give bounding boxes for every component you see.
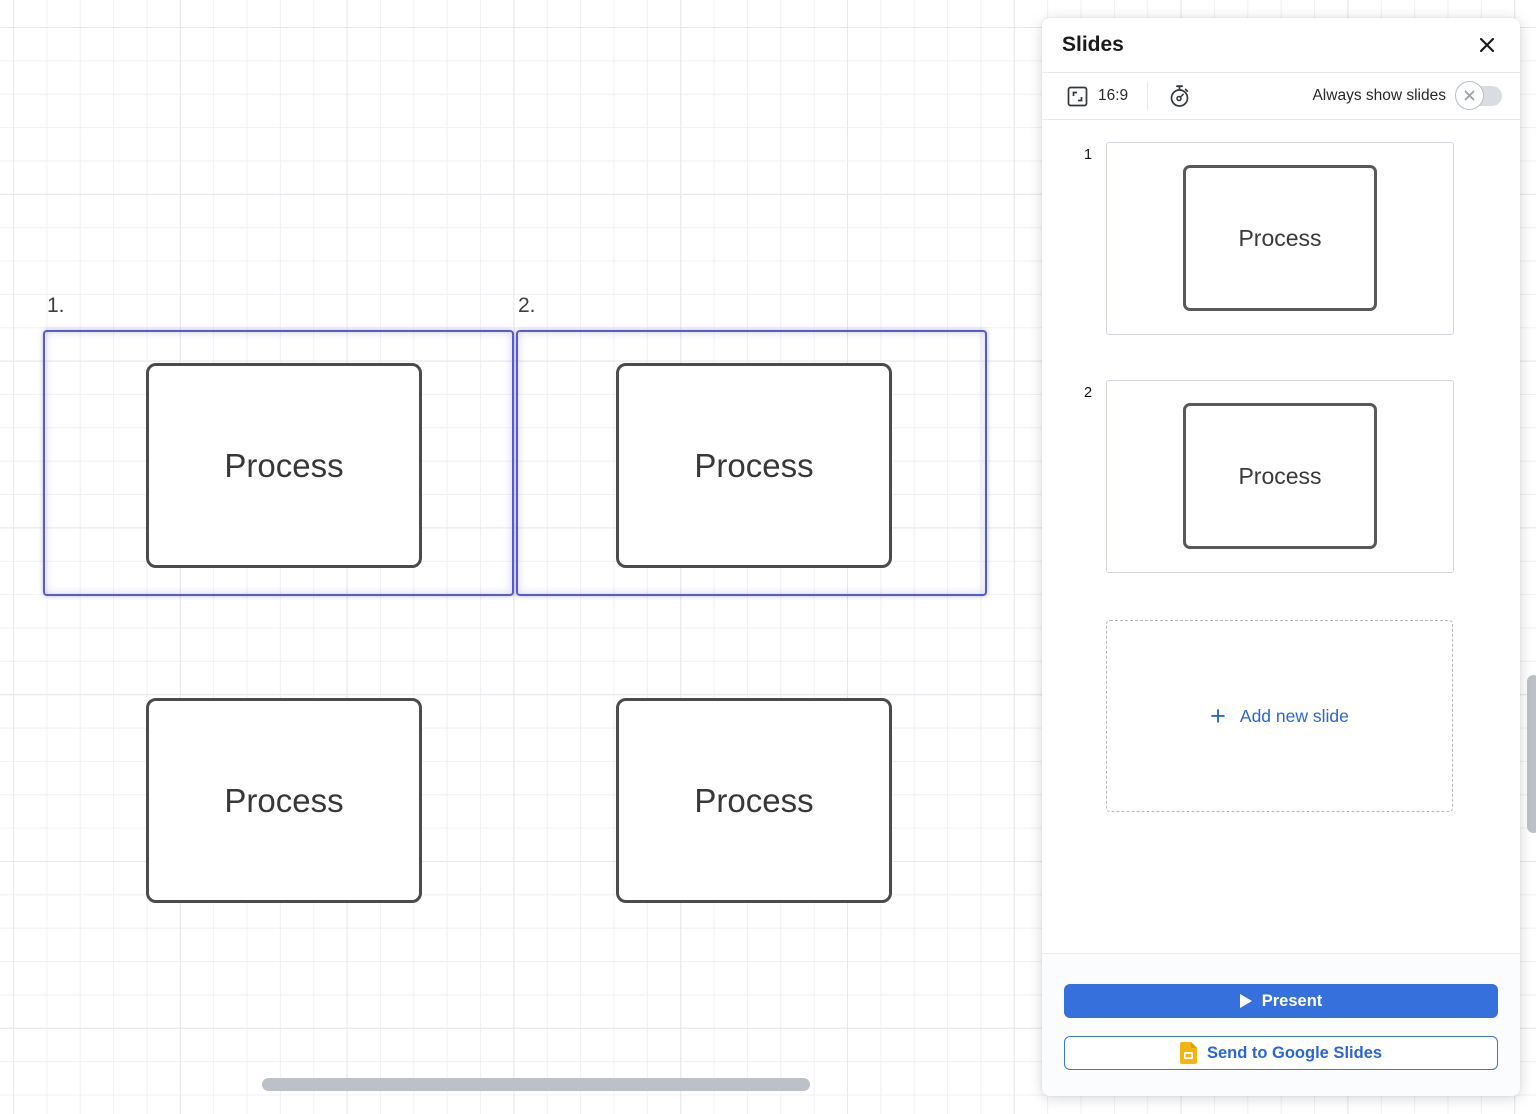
aspect-ratio-value: 16:9	[1098, 87, 1129, 104]
slide-list: 1 Process 2 Process + Add new slide	[1042, 120, 1520, 812]
always-show-slides-label: Always show slides	[1312, 87, 1446, 104]
process-shape-1[interactable]: Process	[146, 363, 422, 568]
horizontal-scrollbar[interactable]	[262, 1078, 810, 1091]
add-new-slide-button[interactable]: + Add new slide	[1106, 620, 1453, 812]
thumbnail-process-shape: Process	[1183, 165, 1377, 311]
timer-icon	[1170, 85, 1189, 107]
timer-button[interactable]	[1167, 83, 1192, 109]
process-shape-2[interactable]: Process	[616, 363, 892, 568]
aspect-ratio-icon	[1067, 86, 1088, 106]
toolbar-divider	[1147, 82, 1149, 110]
present-button[interactable]: Present	[1064, 984, 1498, 1018]
slide-number: 1	[1084, 147, 1093, 163]
play-icon	[1239, 994, 1252, 1008]
present-button-label: Present	[1261, 991, 1323, 1010]
slide-frame-label-1: 1.	[47, 294, 65, 317]
add-slide-row: + Add new slide	[1042, 620, 1520, 812]
slides-panel-header: Slides	[1042, 18, 1520, 72]
thumbnail-process-shape: Process	[1183, 403, 1377, 549]
slide-frame-1[interactable]	[43, 330, 514, 596]
aspect-ratio-button[interactable]: 16:9	[1066, 85, 1128, 108]
process-shape-4[interactable]: Process	[616, 698, 892, 903]
close-panel-button[interactable]	[1474, 32, 1500, 58]
slide-number: 2	[1084, 385, 1093, 401]
always-show-slides-toggle[interactable]	[1455, 81, 1502, 110]
google-slides-icon	[1179, 1042, 1197, 1064]
panel-title: Slides	[1062, 33, 1124, 56]
add-new-slide-label: Add new slide	[1239, 705, 1349, 726]
toggle-knob	[1455, 81, 1484, 110]
close-icon	[1479, 37, 1495, 53]
slides-panel: Slides 16:9	[1042, 18, 1520, 1096]
toggle-off-x-icon	[1464, 90, 1475, 101]
vertical-scrollbar[interactable]	[1527, 675, 1536, 833]
slide-item-1: 1 Process	[1042, 142, 1520, 335]
slide-thumbnail-1[interactable]: Process	[1106, 142, 1454, 335]
slide-frame-label-2: 2.	[518, 294, 536, 317]
slides-toolbar: 16:9 Always show slides	[1042, 72, 1520, 120]
send-to-google-slides-button[interactable]: Send to Google Slides	[1064, 1036, 1498, 1070]
plus-icon: +	[1210, 700, 1226, 731]
slide-item-2: 2 Process	[1042, 380, 1520, 573]
slide-thumbnail-2[interactable]: Process	[1106, 380, 1454, 573]
send-button-label: Send to Google Slides	[1206, 1043, 1383, 1062]
slide-frame-2[interactable]	[516, 330, 987, 596]
panel-footer: Present Send to Google Slides	[1042, 953, 1520, 1096]
process-shape-3[interactable]: Process	[146, 698, 422, 903]
